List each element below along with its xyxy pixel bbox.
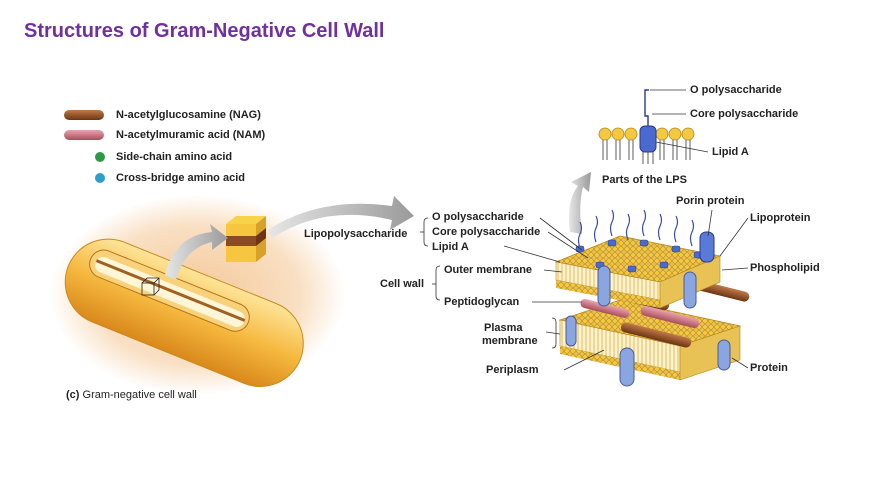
- figure-caption: (c) Gram-negative cell wall: [66, 389, 197, 401]
- caption-letter: (c): [66, 389, 80, 401]
- zoom-arrow-1: [165, 224, 228, 280]
- label-lipoprotein: Lipoprotein: [750, 212, 811, 224]
- zoom-arrow-3: [569, 172, 591, 234]
- label-o-polysaccharide-top: O polysaccharide: [690, 84, 782, 96]
- wall-section-marker: [141, 277, 160, 296]
- membrane-leader-lines: [420, 209, 749, 371]
- legend-cross-bridge-dot: [95, 173, 105, 183]
- label-protein: Protein: [750, 362, 788, 374]
- slide-title: Structures of Gram-Negative Cell Wall: [24, 20, 385, 42]
- label-plasma-membrane-line2: membrane: [482, 335, 538, 347]
- label-outer-membrane: Outer membrane: [444, 264, 533, 276]
- label-cell-wall: Cell wall: [380, 278, 425, 290]
- label-plasma-membrane-line1: Plasma: [484, 322, 523, 334]
- legend-nag-swatch: [64, 110, 104, 120]
- label-periplasm: Periplasm: [486, 364, 539, 376]
- bacterium-capsule: [64, 238, 304, 388]
- label-lipid-a: Lipid A: [432, 241, 469, 253]
- label-porin-protein: Porin protein: [676, 195, 745, 207]
- legend-nag-label: N-acetylglucosamine (NAG): [116, 109, 261, 121]
- legend-cross-bridge-label: Cross-bridge amino acid: [116, 172, 245, 184]
- label-peptidoglycan: Peptidoglycan: [444, 296, 520, 308]
- legend-nam-label: N-acetylmuramic acid (NAM): [116, 129, 266, 141]
- label-core-polysaccharide-top: Core polysaccharide: [690, 108, 799, 120]
- membrane-stack: [554, 209, 750, 387]
- zoom-arrow-2: [268, 196, 414, 238]
- label-parts-of-lps: Parts of the LPS: [602, 174, 687, 186]
- label-o-polysaccharide: O polysaccharide: [432, 211, 524, 223]
- label-core-polysaccharide: Core polysaccharide: [432, 226, 541, 238]
- label-lipopolysaccharide: Lipopolysaccharide: [304, 228, 408, 240]
- wall-section-cube: [226, 216, 266, 262]
- legend-nam-swatch: [64, 130, 104, 140]
- lps-illustration: [598, 89, 695, 164]
- legend-side-chain-label: Side-chain amino acid: [116, 151, 233, 163]
- legend-side-chain-dot: [95, 152, 105, 162]
- label-phospholipid: Phospholipid: [750, 262, 820, 274]
- lps-leader-lines: [650, 89, 709, 153]
- label-lipid-a-top: Lipid A: [712, 146, 749, 158]
- caption-text: Gram-negative cell wall: [82, 389, 197, 401]
